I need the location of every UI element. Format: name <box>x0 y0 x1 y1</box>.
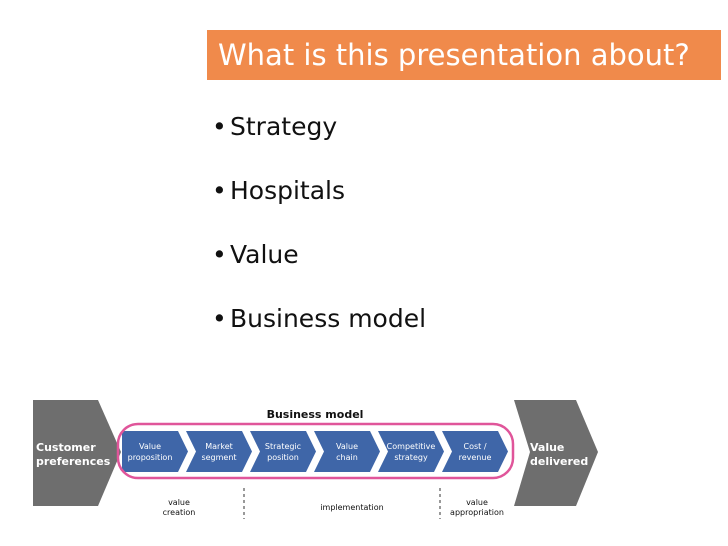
chevron-competitive-strategy: Competitive strategy <box>378 431 444 472</box>
chevron-shape <box>186 431 252 472</box>
chevron-shape <box>122 431 188 472</box>
chevron-label: revenue <box>459 453 492 462</box>
value-creation-line1: value <box>168 498 190 507</box>
chevron-cost-revenue: Cost / revenue <box>442 431 508 472</box>
customer-preferences-block <box>33 400 121 506</box>
chevron-value-proposition: Value proposition <box>122 431 188 472</box>
implementation-label: implementation <box>320 503 383 512</box>
chevron-value-chain: Value chain <box>314 431 380 472</box>
value-appropriation-line1: value <box>466 498 488 507</box>
chevron-shape <box>378 431 444 472</box>
bullet-item: •Hospitals <box>212 176 346 205</box>
chevron-label: Market <box>205 442 233 451</box>
chevron-shape <box>314 431 380 472</box>
chevron-label: Competitive <box>387 442 436 451</box>
bullet-item: •Value <box>212 240 299 269</box>
customer-label-line2: preferences <box>36 455 111 468</box>
chevron-shape <box>250 431 316 472</box>
value-delivered-line1: Value <box>530 441 564 454</box>
bullet-item: •Business model <box>212 304 427 333</box>
chevron-strategic-position: Strategic position <box>250 431 316 472</box>
value-delivered-block <box>514 400 598 506</box>
chevron-label: position <box>267 453 299 462</box>
chevron-label: Value <box>336 442 358 451</box>
chevron-label: strategy <box>394 453 428 462</box>
value-delivered-line2: delivered <box>530 455 588 468</box>
chevron-label: proposition <box>128 453 173 462</box>
chevron-market-segment: Market segment <box>186 431 252 472</box>
business-model-label: Business model <box>267 408 364 421</box>
bullet-item: •Strategy <box>212 112 338 141</box>
customer-label-line1: Customer <box>36 441 96 454</box>
bullet-list: •Strategy •Hospitals •Value •Business mo… <box>212 104 426 360</box>
chevron-label: Cost / <box>463 442 486 451</box>
value-appropriation-line2: appropriation <box>450 508 504 517</box>
value-creation-line2: creation <box>163 508 196 517</box>
chevron-label: Strategic <box>265 442 301 451</box>
chevron-label: segment <box>201 453 236 462</box>
business-model-outline <box>116 422 515 480</box>
chevron-label: Value <box>139 442 161 451</box>
chevron-label: chain <box>336 453 358 462</box>
chevron-shape <box>442 431 508 472</box>
slide-title: What is this presentation about? <box>207 30 721 80</box>
